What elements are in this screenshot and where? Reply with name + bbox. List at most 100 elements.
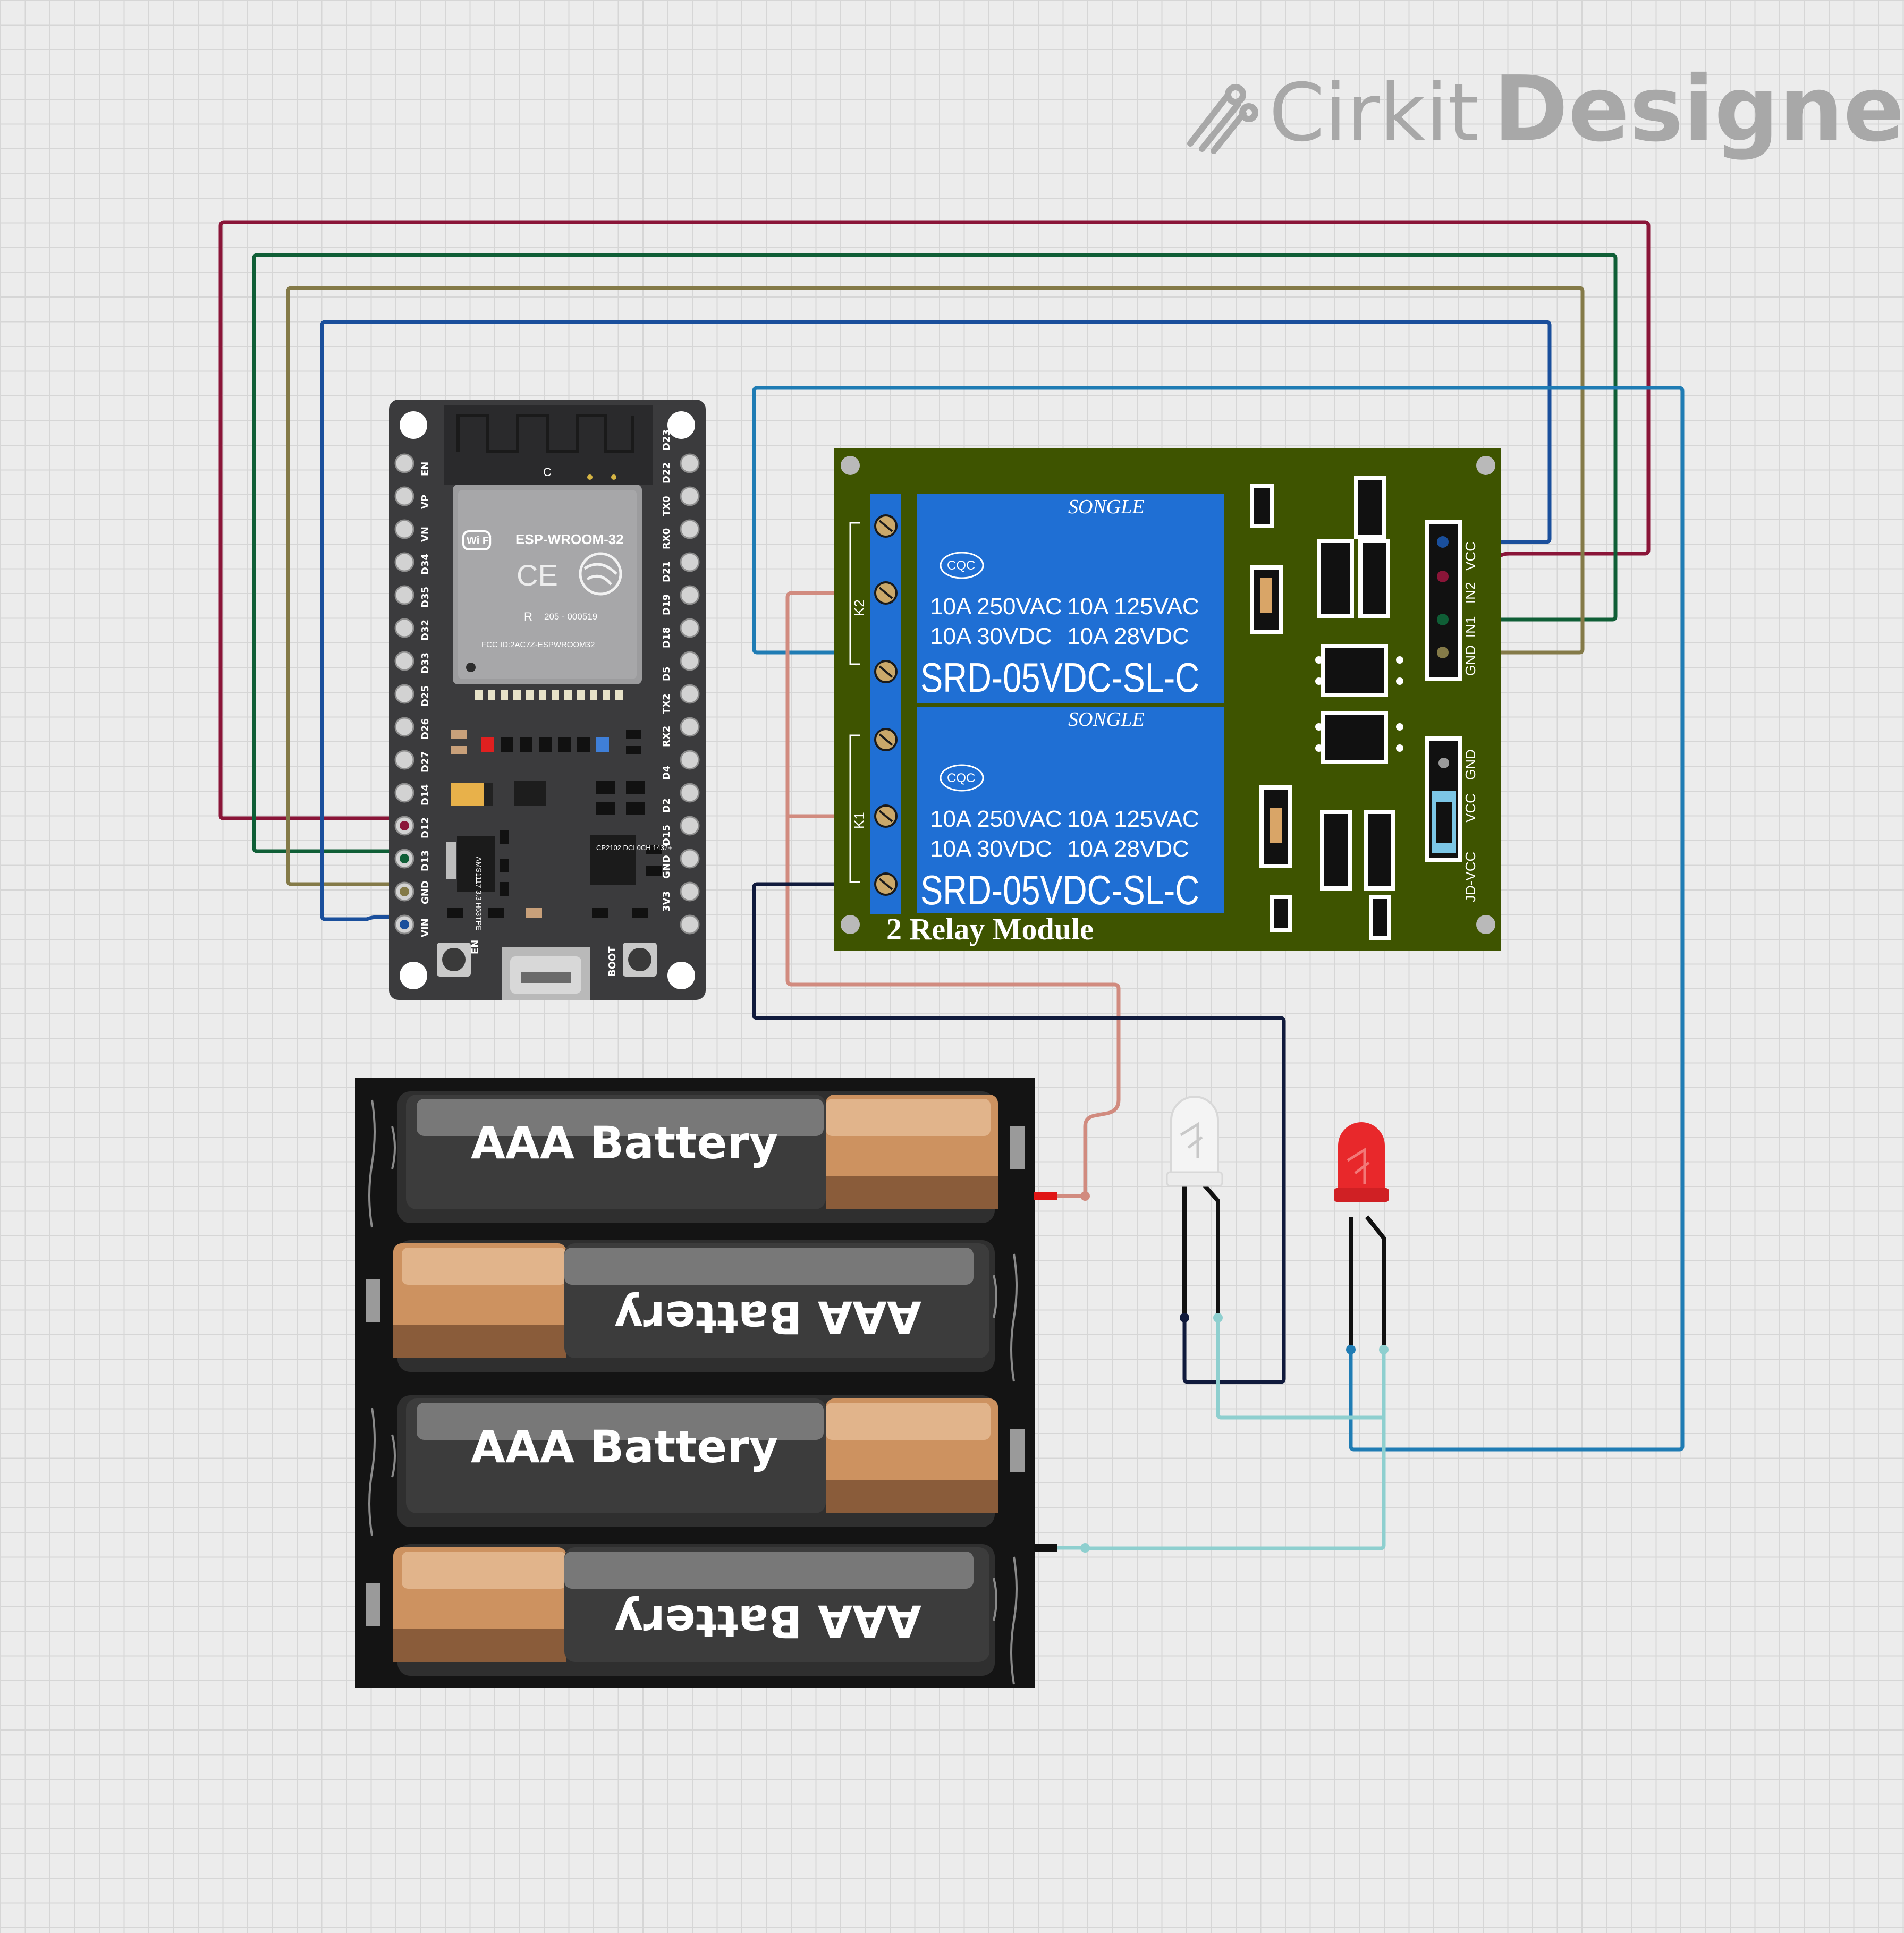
wire-gnd-gnd[interactable] (286, 286, 1585, 886)
header-pin-in1[interactable] (1437, 614, 1449, 625)
wire-d13-in1[interactable] (252, 253, 1618, 853)
esp32-pin-d34[interactable] (394, 552, 414, 572)
header-pin-in2[interactable] (1437, 571, 1449, 582)
module-title: 2 Relay Module (886, 912, 1094, 946)
esp32-pin-gnd[interactable] (680, 881, 700, 902)
wire-battery-negative[interactable] (1083, 1347, 1386, 1550)
cirkit-designer-logo: Cirkit Designer (1187, 57, 1904, 162)
header-label-gnd: GND (1462, 645, 1478, 676)
esp32-pin-label: TX0 (661, 496, 672, 516)
battery-cell: AAA Battery (397, 1395, 998, 1527)
screw-slot (878, 878, 893, 891)
esp32-pin-label: VP (420, 495, 431, 509)
header-pin-vcc[interactable] (1437, 536, 1449, 548)
wire-relay-white-led[interactable] (752, 882, 1286, 1384)
jumper-cap-inner (1436, 802, 1452, 843)
esp32-pin-d21[interactable] (680, 585, 700, 605)
wire-battery-positive[interactable] (785, 591, 1121, 1198)
led-pin-node (1180, 1313, 1189, 1322)
esp32-pin-d5[interactable] (680, 684, 700, 704)
k1-outline (849, 734, 860, 883)
esp32-pin-label: D32 (420, 620, 431, 641)
en-button[interactable] (437, 943, 471, 977)
esp32-pin-rx2[interactable] (680, 750, 700, 770)
boot-button-label: BOOT (607, 946, 618, 977)
screw-slot (878, 587, 893, 599)
screw-slot (878, 733, 893, 746)
esp32-pin-d26[interactable] (394, 717, 414, 737)
screw-slot (878, 810, 893, 823)
red-led[interactable] (1334, 1122, 1389, 1354)
wire-relay-red-led[interactable] (752, 386, 1685, 1452)
esp32-pin-label: D15 (661, 825, 672, 846)
esp32-pin-d4[interactable] (680, 783, 700, 803)
battery-terminal (366, 1583, 380, 1626)
esp32-devkit[interactable]: C Wi Fi ESP-WROOM-32 CE R 205 - 000519 F… (389, 400, 706, 1000)
esp32-pin-3v3[interactable] (680, 914, 700, 935)
white-led[interactable] (1166, 1096, 1223, 1322)
esp32-pin-label: D19 (661, 594, 672, 615)
regulator-text: AMS1117 3.3 H63TPE (475, 857, 483, 931)
led-pin-node (1213, 1313, 1223, 1322)
antenna-dot (611, 474, 616, 480)
esp32-pin-d23[interactable] (680, 453, 700, 473)
esp32-pin-tx0[interactable] (680, 519, 700, 539)
boot-button[interactable] (623, 943, 657, 977)
esp32-pin-d14[interactable] (394, 783, 414, 803)
esp32-pin-d25[interactable] (394, 684, 414, 704)
esp32-pin-label: D27 (420, 751, 431, 773)
wire-vin-vcc[interactable] (320, 320, 1552, 921)
esp32-pin-d27[interactable] (394, 750, 414, 770)
esp32-pin-d33[interactable] (394, 651, 414, 671)
espressif-swirl (583, 563, 617, 586)
screw-slot (878, 520, 893, 532)
battery-positive-lead[interactable] (1034, 1192, 1057, 1200)
relay-k1: SONGLE CQC 10A 250VAC 10A 125VAC 10A 30V… (917, 707, 1224, 913)
battery-cell: AAA Battery (393, 1240, 995, 1372)
esp32-pin-label: TX2 (661, 693, 672, 714)
esp32-pin-tx2[interactable] (680, 717, 700, 737)
micro-usb-port[interactable] (502, 947, 590, 1000)
pin1-dot (466, 663, 476, 672)
esp32-pin-vp[interactable] (394, 486, 414, 506)
esp32-pin-vn[interactable] (394, 519, 414, 539)
header-label-vcc: VCC (1462, 541, 1478, 571)
esp32-pin-label: D12 (420, 817, 431, 838)
esp32-pin-label: GND (661, 855, 672, 879)
esp32-pin-d15[interactable] (680, 849, 700, 869)
wire-led-cathodes[interactable] (1216, 1316, 1384, 1420)
battery-negative-lead[interactable] (1034, 1544, 1057, 1552)
wires (218, 220, 1685, 1550)
terminal-label-k2: K2 (851, 599, 867, 616)
battery-label: AAA Battery (471, 1421, 778, 1473)
relay-rating: 10A 125VAC (1067, 594, 1199, 620)
mount-hole (841, 456, 860, 475)
led-body-red (1338, 1122, 1385, 1199)
pin-wire-node (400, 821, 409, 830)
esp32-pin-d19[interactable] (680, 618, 700, 638)
jumper-label-vcc: VCC (1462, 793, 1478, 823)
esp32-left-header: ENVPVND34D35D32D33D25D26D27D14D12D13GNDV… (394, 453, 431, 937)
led-anode-leg (1201, 1182, 1220, 1318)
esp32-pin-label: GND (420, 880, 431, 904)
battery-cell: AAA Battery (393, 1544, 995, 1676)
relay-module[interactable]: K2 K1 SONGLE CQC 10A 250VAC 10A 125VAC 1… (834, 448, 1501, 951)
mount-hole (667, 962, 695, 989)
esp32-pin-d18[interactable] (680, 651, 700, 671)
esp32-pin-d2[interactable] (680, 816, 700, 836)
esp32-pin-d32[interactable] (394, 618, 414, 638)
esp32-pin-label: VN (420, 527, 431, 542)
wire-d12-vcc[interactable] (218, 220, 1651, 820)
en-button-label: EN (470, 940, 481, 954)
header-pin-gnd[interactable] (1437, 647, 1449, 658)
esp32-pin-rx0[interactable] (680, 552, 700, 572)
esp32-pin-d22[interactable] (680, 486, 700, 506)
esp32-pin-d35[interactable] (394, 585, 414, 605)
mount-hole (667, 411, 695, 439)
esp32-pin-en[interactable] (394, 453, 414, 473)
antenna-mark: C (543, 465, 552, 479)
relay-model: SRD-05VDC-SL-C (920, 654, 1199, 701)
